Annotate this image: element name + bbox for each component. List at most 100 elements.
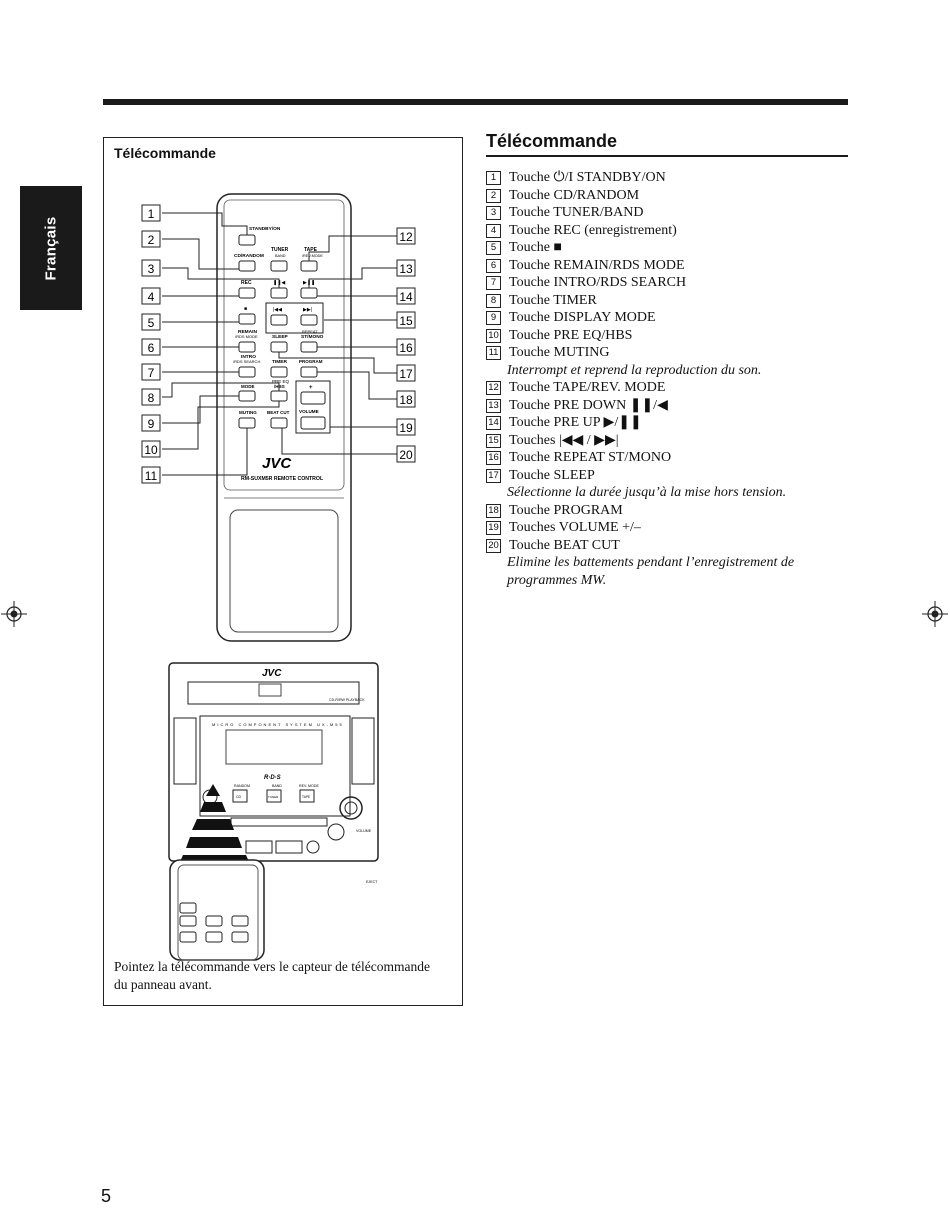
mode-label: MODE [241, 384, 255, 389]
tape-button[interactable] [300, 260, 318, 272]
volume-up-button[interactable] [300, 391, 326, 405]
item-number: 19 [486, 521, 501, 535]
callout-16: 16 [399, 341, 413, 355]
display-mode-button[interactable] [238, 390, 256, 402]
item-number: 13 [486, 398, 501, 413]
item-number: 14 [486, 416, 501, 430]
volume-down-button[interactable] [300, 416, 326, 430]
rec-label: REC [241, 280, 252, 286]
item-text: Touche PRE DOWN ❚❚/◀ [509, 397, 668, 413]
pre-down-button[interactable] [270, 287, 288, 299]
intro-sub-label: /RDS SEARCH [233, 359, 260, 364]
item-text: Touche PRE UP ▶/❚❚ [509, 415, 642, 430]
callout-6: 6 [148, 341, 155, 355]
tape-sub-label: /REV.MODE [302, 254, 323, 258]
callout-5: 5 [148, 316, 155, 330]
rec-button[interactable] [238, 287, 256, 299]
volume-label: VOLUME [299, 409, 319, 414]
sleep-button[interactable] [270, 341, 288, 353]
stop-glyph: ■ [244, 306, 247, 312]
item-text: Touche DISPLAY MODE [509, 310, 656, 325]
volume-plus-glyph: + [309, 385, 313, 391]
repeat-label: REPEAT [302, 329, 318, 334]
callout-8: 8 [148, 391, 155, 405]
item-text: Touche BEAT CUT [509, 537, 620, 553]
standby-button[interactable] [238, 234, 256, 246]
item-number: 18 [486, 503, 501, 518]
item-text: Touche REMAIN/RDS MODE [509, 257, 685, 273]
standby-label: STANDBY/ON [249, 226, 281, 232]
intro-button[interactable] [238, 366, 256, 378]
list-item-note: Elimine les battements pendant l’enregis… [486, 554, 848, 589]
item-note: Interrompt et reprend la reproduction du… [507, 362, 762, 378]
timer-label: TIMER [272, 359, 287, 365]
skip-back-button[interactable] [270, 314, 288, 326]
program-label: PROGRAM [299, 359, 323, 364]
remain-button[interactable] [238, 341, 256, 353]
callout-10: 10 [144, 443, 158, 457]
muting-button[interactable] [238, 417, 256, 429]
callout-17: 17 [399, 367, 413, 381]
item-text: Touche REPEAT ST/MONO [509, 450, 672, 465]
tuner-button[interactable] [270, 260, 288, 272]
skip-fwd-glyph: ▶▶| [303, 307, 312, 313]
item-number: 9 [486, 311, 501, 325]
item-text: Touches |◀◀ / ▶▶| [509, 432, 619, 448]
eject-label: EJECT [366, 880, 378, 884]
beat-cut-button[interactable] [270, 417, 288, 429]
language-tab: Français [20, 186, 82, 310]
timer-button[interactable] [270, 366, 288, 378]
tuner-label: TUNER [271, 247, 289, 253]
item-text: Touche CD/RANDOM [509, 187, 640, 203]
intro-label: INTRO [241, 354, 256, 360]
stop-button[interactable] [238, 313, 256, 325]
list-item: 20 Touche BEAT CUT [486, 537, 848, 555]
unit-tuner-label: TUNER [268, 795, 279, 799]
skip-forward-button[interactable] [300, 314, 318, 326]
list-item-note: Sélectionne la durée jusqu’à la mise hor… [486, 484, 848, 502]
cd-label: CD/RANDOM [234, 253, 264, 259]
callout-20: 20 [399, 448, 413, 462]
item-text: Touche SLEEP [509, 467, 595, 483]
top-rule [103, 99, 848, 105]
item-text: Touche ■ [509, 240, 562, 255]
item-number: 1 [486, 171, 501, 185]
tuner-sub-label: BAND [275, 254, 286, 258]
program-button[interactable] [300, 366, 318, 378]
item-text: Touche INTRO/RDS SEARCH [509, 275, 687, 290]
item-text: Touche PROGRAM [509, 502, 623, 518]
callout-12: 12 [399, 230, 413, 244]
unit-brand: JVC [262, 668, 282, 679]
list-item: 17 Touche SLEEP [486, 467, 848, 485]
item-number: 20 [486, 538, 501, 553]
system-label: MICRO COMPONENT SYSTEM UX-M55 [212, 722, 344, 727]
cd-button[interactable] [238, 260, 256, 272]
item-number: 8 [486, 293, 501, 308]
callout-9: 9 [148, 417, 155, 431]
remain-sub-label: /RDS MODE [235, 334, 258, 339]
item-text: Touches VOLUME +/– [509, 520, 641, 535]
repeat-button[interactable] [300, 341, 318, 353]
remote-model: RM-SUXM5R REMOTE CONTROL [241, 476, 324, 482]
callout-2: 2 [148, 233, 155, 247]
callout-lines [162, 212, 397, 476]
callout-4: 4 [148, 290, 155, 304]
item-number: 2 [486, 188, 501, 203]
deck-label: CD-R/RW PLAYBACK [329, 698, 365, 702]
item-text: Touche REC (enregistrement) [509, 222, 677, 238]
pre-eq-button[interactable] [270, 390, 288, 402]
sleep-label: SLEEP [272, 334, 289, 340]
random-label: RANDOM [234, 784, 250, 788]
item-number: 17 [486, 468, 501, 483]
pre-up-button[interactable] [300, 287, 318, 299]
item-note: Sélectionne la durée jusqu’à la mise hor… [507, 485, 787, 500]
